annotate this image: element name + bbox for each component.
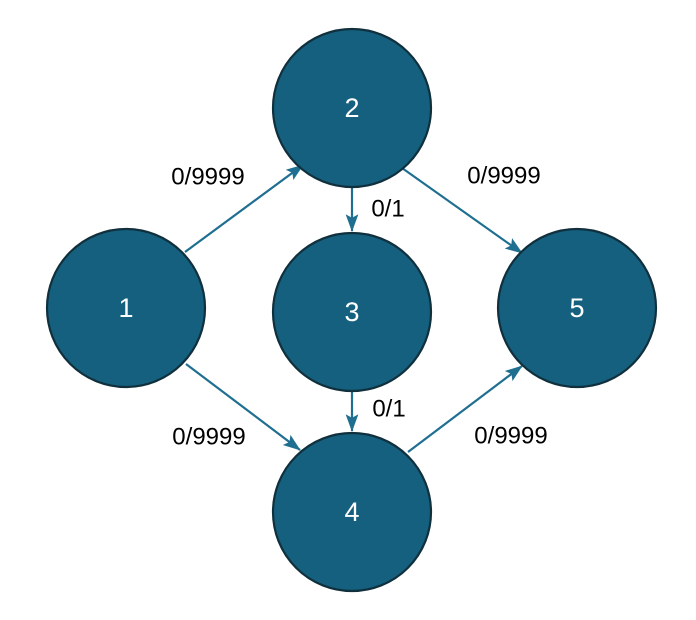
edge-2-3-label: 0/1 [371,196,404,223]
node-2-circle[interactable] [271,27,433,189]
edges-group [184,164,523,453]
node-3-circle[interactable] [271,231,433,393]
edge-2-5-label: 0/9999 [467,163,540,190]
node-1-label: 1 [118,293,133,323]
edge-labels-group: 0/9999 0/1 0/9999 0/9999 0/1 0/9999 [171,163,547,451]
edge-1-2-line[interactable] [184,164,304,253]
node-1-circle[interactable] [45,227,207,389]
edge-1-2-label: 0/9999 [171,164,244,191]
edge-1-4-line[interactable] [185,363,301,451]
nodes-group [45,27,658,593]
node-3-label: 3 [344,297,359,327]
node-2-label: 2 [344,93,359,123]
edge-1-4-label: 0/9999 [172,424,245,451]
edge-3-4-label: 0/1 [372,396,405,423]
edge-2-5-line[interactable] [401,167,523,254]
edge-4-5-label: 0/9999 [474,423,547,450]
node-4-circle[interactable] [271,431,433,593]
node-5-circle[interactable] [496,227,658,389]
node-labels-group: 1 2 3 4 5 [118,93,584,527]
edge-4-5-line[interactable] [407,365,523,453]
node-4-label: 4 [344,497,359,527]
node-5-label: 5 [569,293,584,323]
